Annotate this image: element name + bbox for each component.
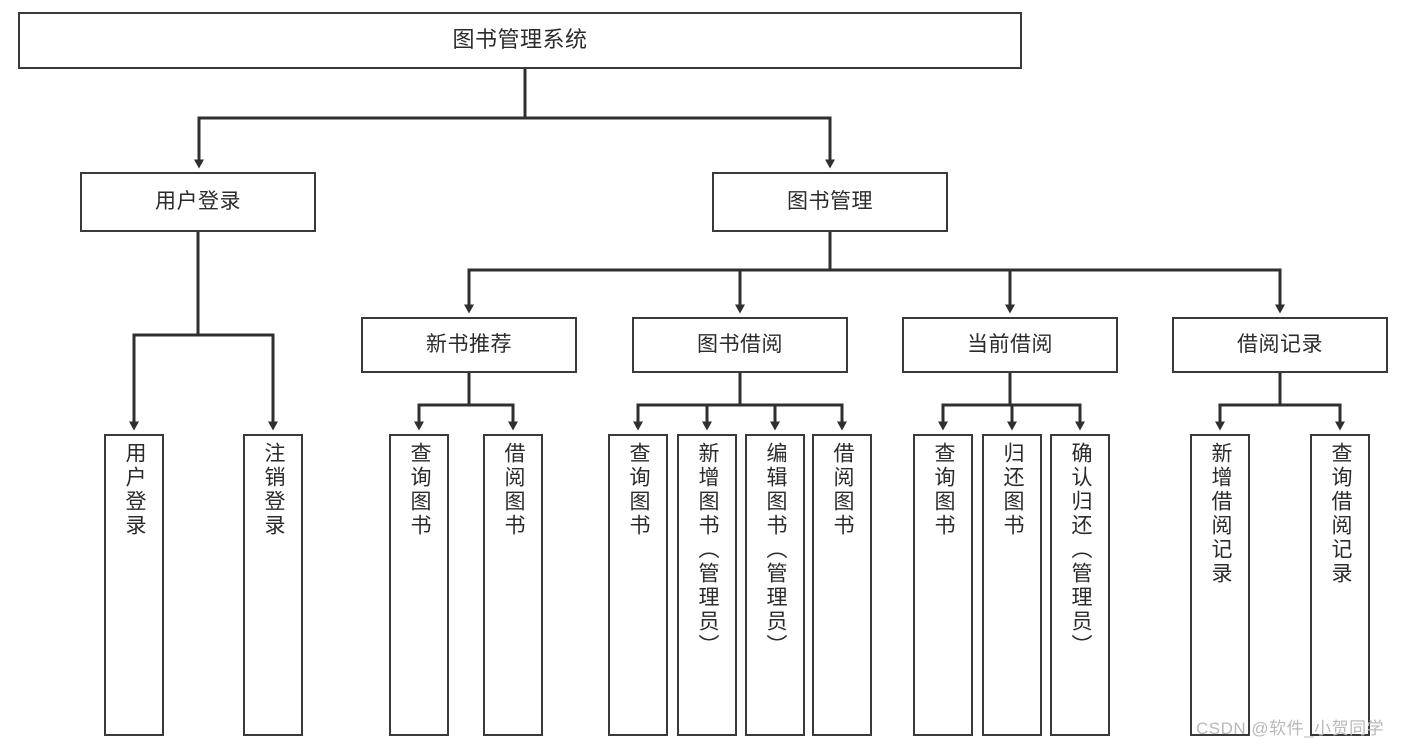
leaf-label-3: 借阅图书 [502, 442, 526, 538]
leaf-label-9: 归还图书 [1001, 442, 1025, 538]
leaf-box-6[interactable]: 编辑图书（管理员） [745, 434, 805, 736]
leaf-label-1: 注销登录 [262, 442, 286, 538]
level2-box-1[interactable]: 图书管理 [712, 172, 948, 232]
connector-用户登录-to-用户登录 [129, 232, 200, 431]
leaf-box-7[interactable]: 借阅图书 [812, 434, 872, 736]
connector-新书推荐-to-查询图书 [414, 373, 471, 431]
leaf-label-0: 用户登录 [123, 442, 147, 538]
leaf-box-2[interactable]: 查询图书 [389, 434, 449, 736]
connector-图书管理系统-to-用户登录 [194, 69, 527, 169]
leaf-box-12[interactable]: 查询借阅记录 [1310, 434, 1370, 736]
connector-当前借阅-to-查询图书 [938, 373, 1012, 431]
level3-box-1[interactable]: 图书借阅 [632, 317, 848, 373]
leaf-box-3[interactable]: 借阅图书 [483, 434, 543, 736]
leaf-label-2: 查询图书 [408, 442, 432, 538]
level3-box-0[interactable]: 新书推荐 [361, 317, 577, 373]
level2-label-0: 用户登录 [155, 190, 241, 214]
leaf-label-12: 查询借阅记录 [1329, 442, 1353, 586]
leaf-label-4: 查询图书 [627, 442, 651, 538]
connector-图书借阅-to-编辑图书 [738, 373, 780, 431]
connector-lines [129, 69, 1345, 431]
leaf-label-10: 确认归还（管理员） [1069, 442, 1093, 658]
level3-box-3[interactable]: 借阅记录 [1172, 317, 1388, 373]
leaf-label-6: 编辑图书（管理员） [764, 442, 788, 658]
root-box-0[interactable]: 图书管理系统 [18, 12, 1022, 69]
level3-label-3: 借阅记录 [1237, 333, 1323, 357]
root-label-0: 图书管理系统 [452, 27, 588, 53]
csdn-watermark: CSDN @软件_小贺同学 [1196, 719, 1385, 738]
leaf-box-9[interactable]: 归还图书 [982, 434, 1042, 736]
connector-图书管理-to-图书借阅 [735, 232, 832, 314]
leaf-box-4[interactable]: 查询图书 [608, 434, 668, 736]
leaf-label-11: 新增借阅记录 [1209, 442, 1233, 586]
connector-图书借阅-to-查询图书 [633, 373, 742, 431]
connector-借阅记录-to-查询借阅记录 [1278, 373, 1345, 431]
leaf-box-8[interactable]: 查询图书 [913, 434, 973, 736]
leaf-label-7: 借阅图书 [831, 442, 855, 538]
leaf-box-5[interactable]: 新增图书（管理员） [677, 434, 737, 736]
leaf-box-10[interactable]: 确认归还（管理员） [1050, 434, 1110, 736]
level3-label-2: 当前借阅 [967, 333, 1053, 357]
level2-label-1: 图书管理 [787, 190, 873, 214]
connector-图书借阅-to-借阅图书 [738, 373, 847, 431]
connector-新书推荐-to-借阅图书 [467, 373, 518, 431]
connector-图书管理-to-借阅记录 [828, 232, 1285, 314]
level3-label-0: 新书推荐 [426, 333, 512, 357]
connector-图书管理系统-to-图书管理 [523, 69, 835, 169]
connector-图书借阅-to-新增图书 [702, 373, 742, 431]
leaf-box-0[interactable]: 用户登录 [104, 434, 164, 736]
connector-借阅记录-to-新增借阅记录 [1215, 373, 1282, 431]
leaf-label-5: 新增图书（管理员） [696, 442, 720, 658]
connector-用户登录-to-注销登录 [196, 232, 278, 431]
leaf-box-1[interactable]: 注销登录 [243, 434, 303, 736]
level2-box-0[interactable]: 用户登录 [80, 172, 316, 232]
leaf-label-8: 查询图书 [932, 442, 956, 538]
level3-label-1: 图书借阅 [697, 333, 783, 357]
level3-box-2[interactable]: 当前借阅 [902, 317, 1118, 373]
connector-当前借阅-to-确认归还 [1008, 373, 1085, 431]
leaf-box-11[interactable]: 新增借阅记录 [1190, 434, 1250, 736]
